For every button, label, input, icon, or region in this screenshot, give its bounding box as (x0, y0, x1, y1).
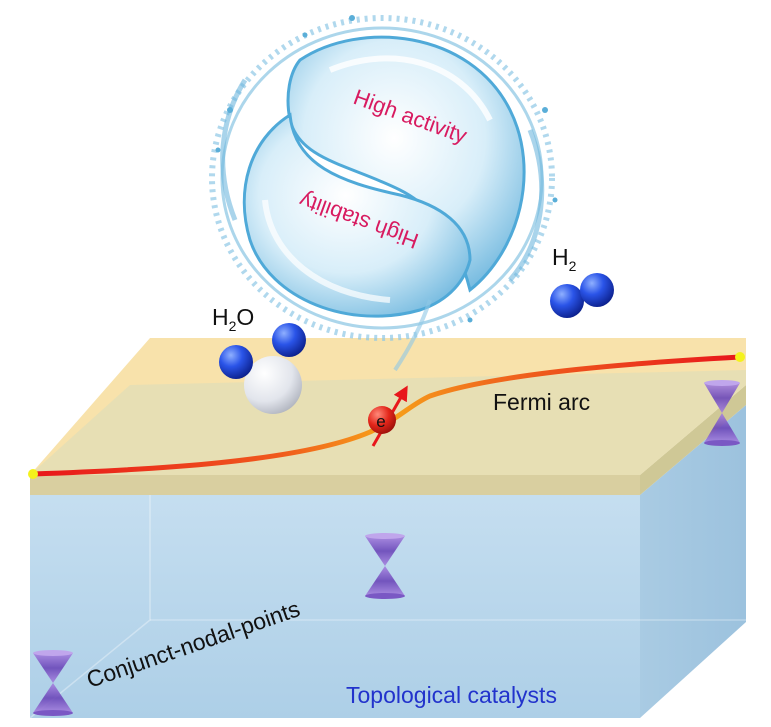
hydrogen-molecule (550, 273, 614, 318)
fermi-arc-endpoint-left (28, 469, 38, 479)
slab-side-face (640, 405, 746, 718)
fermi-arc-endpoint-right (735, 352, 745, 362)
nodal-point-right-icon (704, 380, 740, 446)
water-molecule (219, 323, 306, 414)
fermi-arc (28, 352, 745, 479)
oxygen-atom (244, 356, 302, 414)
fermi-arc-line (30, 354, 743, 477)
hydrogen-atom (219, 345, 253, 379)
nodal-point-center-icon (365, 533, 405, 599)
hydrogen-atom (272, 323, 306, 357)
electron-label: e (376, 412, 385, 431)
water-swirl-icon (209, 15, 558, 372)
fermi-arc-label: Fermi arc (493, 389, 590, 415)
slab-front-face (30, 495, 640, 718)
h2o-label: H2O (212, 304, 254, 334)
surface-layer-front (30, 475, 640, 495)
hydrogen-atom (580, 273, 614, 307)
topological-catalysts-label: Topological catalysts (346, 682, 557, 708)
h2-label: H2 (552, 244, 577, 274)
nodal-point-left-icon (33, 650, 73, 716)
surface-layer-side (640, 385, 746, 495)
electron: e (368, 385, 408, 447)
hydrogen-atom (550, 284, 584, 318)
